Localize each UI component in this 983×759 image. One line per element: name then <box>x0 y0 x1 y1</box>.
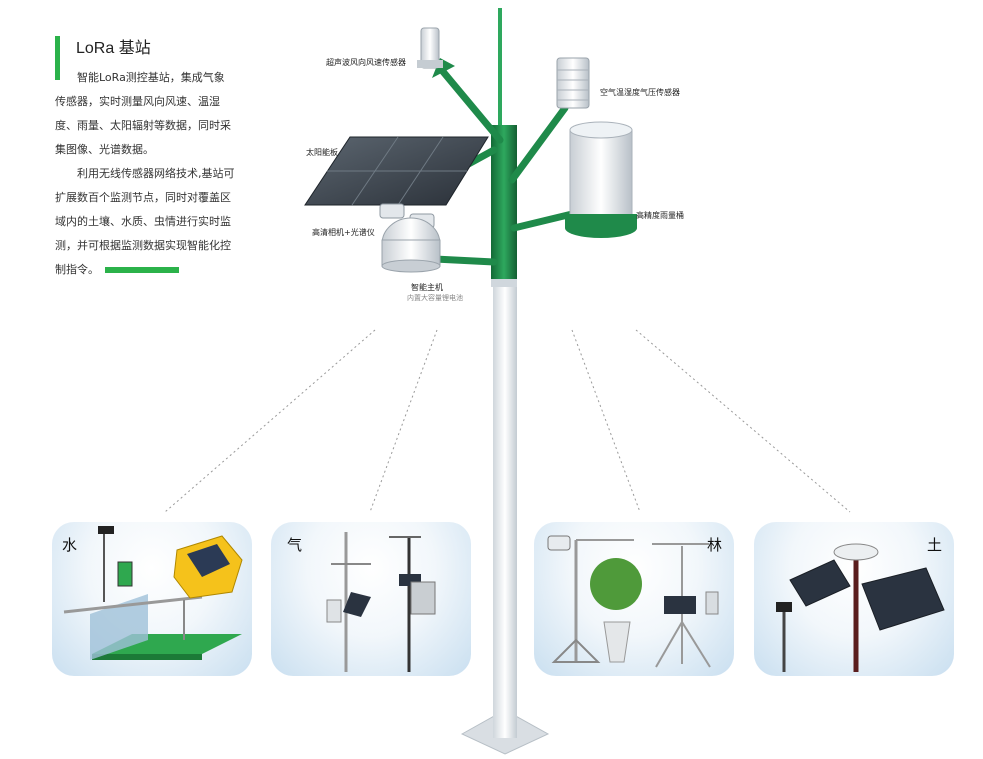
callout-rain-gauge: 高精度雨量桶 <box>636 211 684 220</box>
callout-solar-panel: 太阳能板 <box>306 148 338 157</box>
title-accent-bar <box>55 36 60 80</box>
callout-host: 智能主机 <box>411 283 443 292</box>
soil-station-illustration <box>776 543 945 672</box>
ultrasonic-wind-sensor <box>417 27 443 69</box>
card-air-label: 气 <box>287 536 303 554</box>
card-air: 气 <box>271 522 471 676</box>
card-soil-label: 土 <box>926 536 942 554</box>
callout-air-sensor: 空气温湿度气压传感器 <box>600 88 680 97</box>
card-forest: 林 <box>534 522 734 676</box>
page-title: LoRa 基站 <box>76 40 151 57</box>
air-station-illustration <box>326 532 436 672</box>
card-forest-label: 林 <box>706 536 722 554</box>
leader-lines <box>164 329 851 513</box>
card-soil: 土 <box>754 522 954 676</box>
intro-underline-accent <box>105 267 179 273</box>
water-station-illustration <box>63 526 243 660</box>
callout-camera: 高清相机+光谱仪 <box>312 228 375 237</box>
rain-gauge <box>565 121 637 238</box>
antenna-mast <box>498 8 502 138</box>
intro-paragraph-2: 利用无线传感器网络技术,基站可扩展数百个监测节点，同时对覆盖区域内的土壤、水质、… <box>55 162 235 282</box>
intro-block: LoRa 基站 智能LoRa测控基站，集成气象传感器，实时测量风向风速、温湿度、… <box>55 36 235 282</box>
card-water: 水 <box>52 522 252 676</box>
smart-host-box <box>381 217 441 273</box>
intro-paragraph-1: 智能LoRa测控基站，集成气象传感器，实时测量风向风速、温湿度、雨量、太阳辐射等… <box>55 71 231 156</box>
card-water-label: 水 <box>62 536 78 554</box>
main-pole <box>493 280 517 720</box>
intro-paragraph-2-text: 利用无线传感器网络技术,基站可扩展数百个监测节点，同时对覆盖区域内的土壤、水质、… <box>55 167 235 276</box>
solar-panel <box>304 136 489 206</box>
air-temperature-sensor <box>556 57 590 109</box>
callout-ultrasonic: 超声波风向风速传感器 <box>326 58 406 67</box>
forest-station-illustration <box>547 535 719 668</box>
callout-host-battery: 内置大容量锂电池 <box>407 294 463 302</box>
